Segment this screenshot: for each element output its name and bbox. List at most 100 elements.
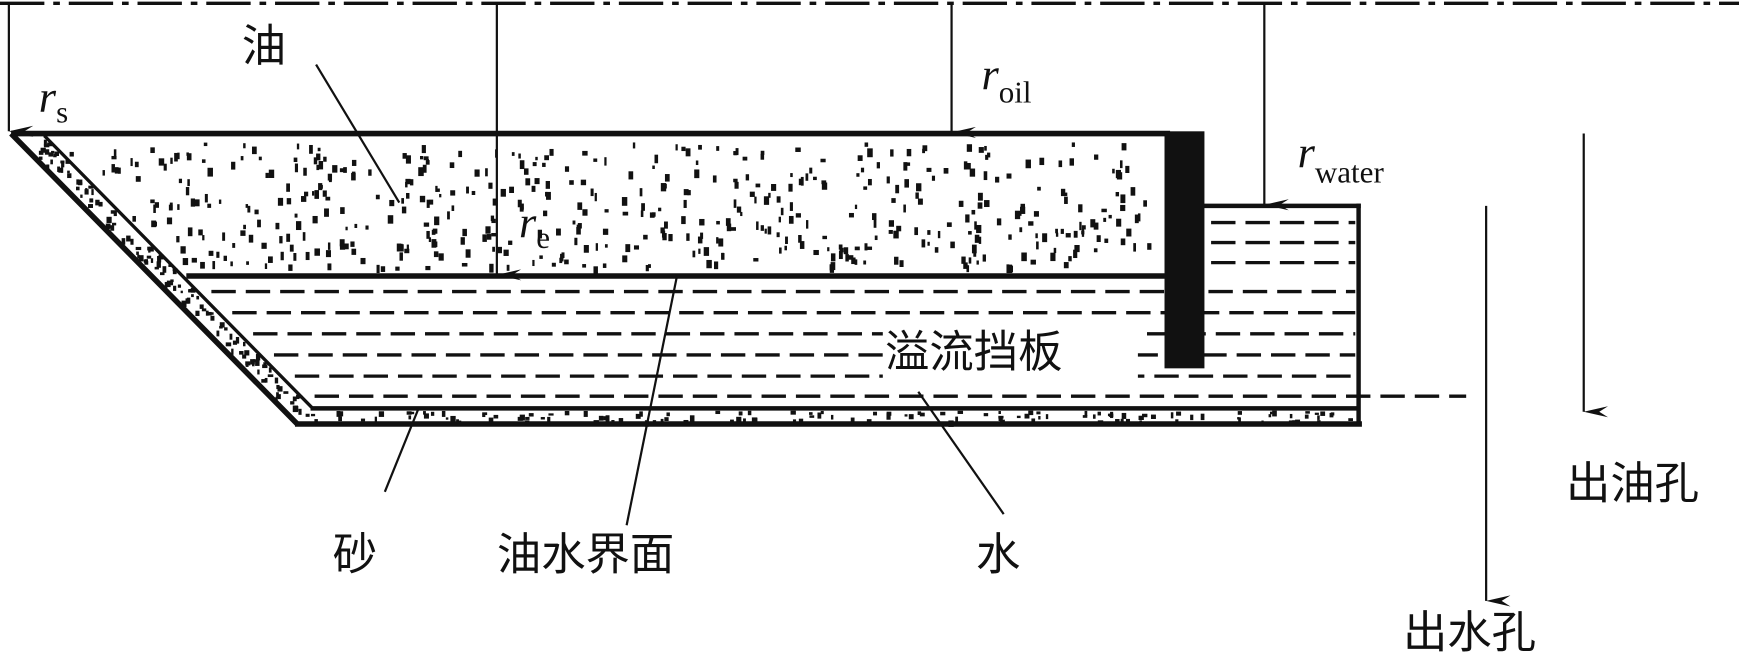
oil-dot xyxy=(1093,222,1099,230)
oil-dot xyxy=(800,176,804,186)
oil-dot xyxy=(240,156,244,161)
oil-dot xyxy=(978,236,982,244)
sand-grain xyxy=(219,322,225,328)
oil-dot xyxy=(1042,233,1048,243)
oil-dot xyxy=(969,168,976,177)
sand-grain xyxy=(1289,413,1293,419)
oil-dot xyxy=(577,223,582,229)
sand-grain xyxy=(1150,414,1156,419)
oil-dot xyxy=(633,245,640,250)
sand-grain xyxy=(1176,411,1182,416)
sand-grain xyxy=(338,411,344,417)
sand-grain xyxy=(180,290,183,294)
sand-grain xyxy=(603,416,608,421)
sand-grain xyxy=(190,287,196,293)
sand-grain xyxy=(154,266,159,270)
sand-grain xyxy=(224,327,228,331)
oil-dot xyxy=(1090,219,1096,228)
oil-dot xyxy=(153,204,156,213)
oil-dot xyxy=(974,234,980,243)
oil-dot xyxy=(745,174,750,181)
sand-grain xyxy=(38,156,43,160)
oil-dot xyxy=(712,175,717,183)
oil-dot xyxy=(795,147,801,152)
oil-dot xyxy=(288,264,293,271)
oil-dot xyxy=(316,153,321,161)
oil-dot xyxy=(312,215,318,224)
oil-dot xyxy=(277,197,284,206)
sand-grain xyxy=(1045,414,1049,420)
sand-grain xyxy=(199,304,204,309)
oil-dot xyxy=(318,183,323,191)
oil-dot xyxy=(303,167,307,176)
sand-grain xyxy=(40,147,46,153)
sand-grain xyxy=(239,351,244,355)
oil-dot xyxy=(350,241,355,247)
oil-dot xyxy=(961,256,966,264)
oil-dot xyxy=(863,260,867,265)
sand-grain xyxy=(664,417,669,422)
oil-dot xyxy=(431,229,436,235)
sand-grain xyxy=(188,289,192,293)
sand-grain xyxy=(564,410,570,416)
oil-dot xyxy=(660,183,667,192)
sand-grain xyxy=(298,408,302,415)
oil-dot xyxy=(1037,186,1041,191)
oil-dot xyxy=(784,245,787,251)
oil-dot xyxy=(535,156,538,161)
oil-dot xyxy=(1010,265,1014,273)
oil-dot xyxy=(135,176,141,182)
oil-dot xyxy=(963,161,968,170)
oil-dot xyxy=(891,198,896,203)
oil-dot xyxy=(177,152,180,160)
sand-grain xyxy=(196,295,200,300)
oil-dot xyxy=(867,246,873,250)
oil-dot xyxy=(760,150,765,155)
oil-dot xyxy=(203,142,208,147)
oil-dot xyxy=(931,175,936,181)
oil-dot xyxy=(286,198,292,205)
oil-dot xyxy=(327,173,333,181)
sand-grain xyxy=(1320,411,1326,416)
sand-grain xyxy=(148,249,151,253)
oil-dot xyxy=(686,233,690,241)
sand-grain xyxy=(430,411,435,416)
oil-dot xyxy=(396,243,402,252)
sand-grain xyxy=(219,325,223,329)
sand-grain xyxy=(277,386,283,392)
oil-dot xyxy=(258,156,262,161)
interface-leader xyxy=(625,277,678,526)
oil-dot xyxy=(1053,247,1057,254)
oil-dot xyxy=(966,265,970,273)
oil-dot xyxy=(500,188,506,197)
sand-grain xyxy=(1348,418,1353,422)
sand-grain xyxy=(173,285,177,291)
oil-dot xyxy=(982,254,986,262)
oil-dot xyxy=(564,166,570,172)
sand-leader xyxy=(383,409,420,493)
sand-grain xyxy=(336,411,341,417)
sand-grain xyxy=(983,413,989,417)
oil-dot xyxy=(790,173,793,178)
oil-dot xyxy=(983,171,988,181)
oil-dot xyxy=(495,149,498,158)
oil-dot xyxy=(419,156,424,160)
sand-grain xyxy=(1142,413,1148,418)
oil-dot xyxy=(345,226,348,231)
oil-dot xyxy=(698,248,701,254)
oil-dot xyxy=(827,247,830,252)
sand-grain xyxy=(84,189,89,195)
re-label: re xyxy=(519,197,550,255)
oil-dot xyxy=(1060,228,1064,234)
oil-dot xyxy=(268,256,273,263)
oil-dot xyxy=(799,241,805,249)
oil-dot xyxy=(170,157,173,164)
oil-dot xyxy=(178,178,183,184)
oil-dot xyxy=(903,162,908,171)
oil-dot xyxy=(749,191,755,197)
oil-dot xyxy=(243,224,246,230)
oil-dot xyxy=(232,243,236,248)
sand-grain xyxy=(548,413,554,416)
sand-grain xyxy=(105,223,111,229)
sand-grain xyxy=(618,418,624,423)
